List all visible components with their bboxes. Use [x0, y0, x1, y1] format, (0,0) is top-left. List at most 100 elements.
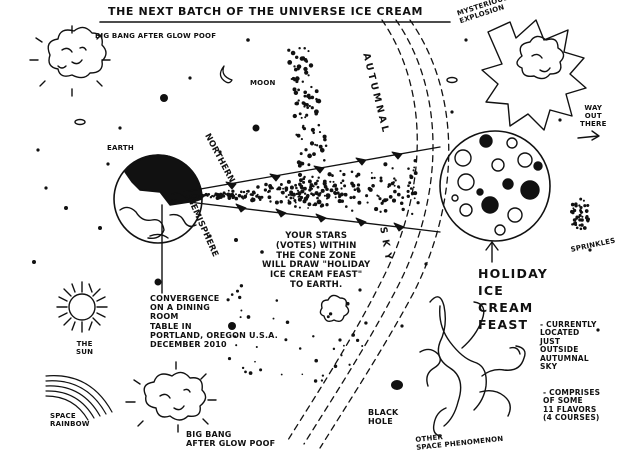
star-dot — [305, 103, 309, 107]
star-dot — [303, 66, 308, 72]
star-dot — [305, 113, 309, 117]
star-dot — [409, 175, 414, 180]
star-dot — [299, 178, 303, 183]
star-dot — [340, 181, 343, 185]
star-dot — [299, 184, 304, 189]
star-dot — [313, 202, 318, 207]
star-dot — [285, 320, 290, 324]
star-dot — [206, 193, 209, 196]
star-dot — [293, 199, 296, 202]
star-dot — [353, 188, 357, 192]
star-dot — [299, 195, 304, 200]
star-dot — [300, 161, 305, 166]
star-dot — [300, 189, 305, 194]
star-dot — [301, 56, 306, 61]
star-dot — [301, 101, 306, 105]
star-dot — [292, 113, 297, 119]
star-dot — [296, 189, 299, 192]
star-dot — [586, 204, 590, 207]
big-bang-bottom-label: BIG BANG AFTER GLOW POOF — [186, 430, 276, 449]
star-dot — [333, 191, 337, 195]
star-dot — [307, 179, 312, 184]
star-dot — [306, 94, 310, 98]
star-dot — [321, 374, 325, 377]
star-dot — [290, 50, 296, 56]
star-dot — [294, 205, 297, 208]
star-dot — [267, 190, 270, 194]
star-dot — [318, 131, 322, 134]
star-dot — [307, 153, 312, 159]
star-dot — [391, 198, 397, 203]
star-dot — [323, 194, 326, 197]
star-dot — [583, 204, 587, 208]
star-dot — [297, 67, 300, 71]
star-dot — [297, 64, 302, 69]
earth-label: EARTH — [107, 144, 134, 152]
star-dot — [578, 224, 581, 227]
star-dot — [316, 185, 320, 189]
star-dot — [356, 187, 360, 191]
star-dot — [295, 186, 298, 190]
star-dot — [385, 198, 389, 202]
star-dot — [289, 192, 293, 196]
star-dot — [297, 99, 300, 102]
star-dot — [307, 163, 311, 167]
star-dot — [411, 212, 414, 216]
star-dot — [310, 85, 313, 89]
star-dot — [251, 193, 254, 197]
star-dot — [582, 199, 585, 202]
star-dot — [370, 172, 373, 174]
star-dot — [280, 373, 283, 376]
star-dot — [337, 199, 342, 204]
star-dot — [329, 180, 332, 183]
star-dot — [295, 101, 299, 104]
star-dot — [274, 200, 279, 205]
star-dot — [301, 373, 304, 376]
star-dot — [313, 181, 318, 186]
star-dot — [294, 76, 300, 81]
moon-label: MOON — [250, 79, 276, 87]
star-dot — [287, 193, 290, 197]
star-dot — [393, 177, 396, 180]
star-dot — [300, 116, 303, 119]
star-dot — [297, 191, 302, 196]
star-dot — [292, 197, 295, 200]
star-dot — [198, 196, 201, 199]
star-dot — [275, 299, 279, 302]
small-cloud-middle — [319, 294, 350, 323]
star-dot — [387, 185, 390, 188]
star-dot — [343, 184, 347, 188]
star-dot — [584, 216, 589, 220]
star-dot — [290, 185, 294, 190]
star-dot — [303, 90, 308, 95]
star-dot — [297, 88, 300, 92]
star-dot — [352, 195, 356, 199]
star-dot — [294, 55, 299, 60]
star-dot — [393, 184, 396, 187]
star-dot — [377, 195, 380, 198]
star-dot — [307, 207, 310, 209]
cone-star-cluster — [189, 159, 420, 216]
big-bang-top-label: BIG BANG AFTER GLOW POOF — [95, 32, 217, 40]
star-dot — [303, 192, 307, 195]
star-dot — [407, 167, 410, 170]
star-dot — [324, 144, 328, 147]
star-dot — [343, 192, 348, 197]
star-dot — [306, 106, 310, 109]
star-dot — [231, 327, 234, 330]
star-dot — [399, 201, 404, 205]
star-dot — [287, 60, 293, 65]
star-dot — [308, 104, 311, 108]
star-dot — [342, 344, 345, 347]
star-dot — [303, 47, 306, 50]
star-dot — [226, 298, 230, 302]
star-dot — [323, 137, 327, 142]
star-dot — [241, 366, 245, 370]
star-dot — [282, 187, 285, 190]
star-dot — [216, 192, 219, 195]
star-dot — [292, 87, 297, 92]
star-dot — [397, 186, 401, 189]
space-rainbow-label: SPACE RAINBOW — [50, 412, 90, 429]
star-dot — [409, 187, 413, 190]
